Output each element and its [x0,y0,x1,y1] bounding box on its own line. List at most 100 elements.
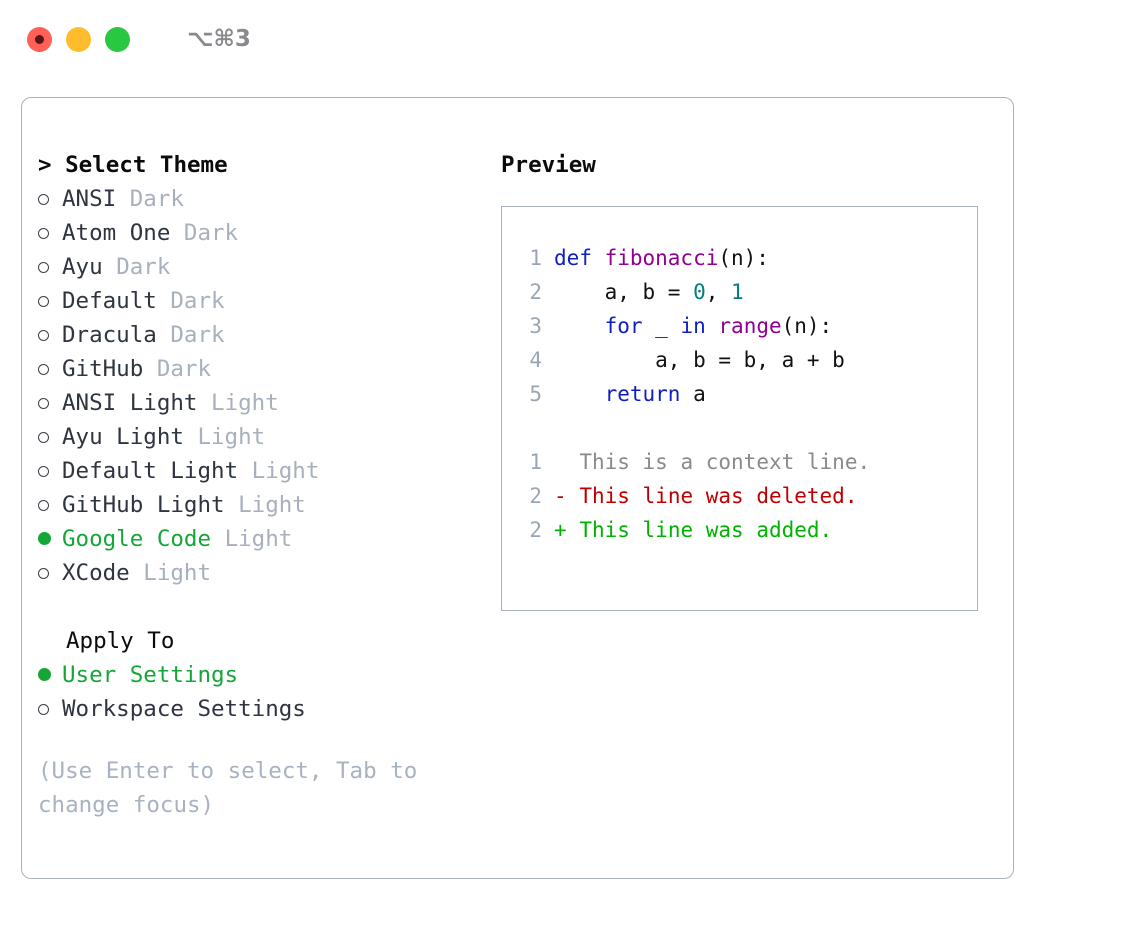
theme-name-label: ANSI Light [62,390,198,416]
theme-list-item[interactable]: Atom One Dark [38,216,488,250]
theme-list-item[interactable]: ANSI Light Light [38,386,488,420]
bullet-glyph [38,568,49,579]
theme-variant-label: Light [143,560,212,586]
theme-variant-label: Dark [129,186,184,212]
line-number: 2 [529,280,542,304]
radio-unselected-icon[interactable] [38,556,62,590]
diff-text: This is a context line. [579,450,871,474]
apply-to-label: User Settings [62,662,239,688]
radio-unselected-icon[interactable] [38,250,62,284]
theme-name-label: ANSI [62,186,117,212]
theme-name-label: Atom One [62,220,171,246]
theme-list-item[interactable]: Default Dark [38,284,488,318]
theme-list-item[interactable]: GitHub Dark [38,352,488,386]
window-titlebar: ⌥⌘3 [0,0,1140,78]
bullet-glyph [38,432,49,443]
bullet-glyph [38,398,49,409]
bullet-glyph [38,704,49,715]
code-line: 2 a, b = 0, 1 [502,275,977,309]
apply-to-option[interactable]: User Settings [38,658,488,692]
label-gap [157,322,171,348]
theme-list-item[interactable]: Ayu Dark [38,250,488,284]
radio-selected-icon[interactable] [38,522,62,556]
code-token-plain: , [705,280,732,304]
theme-name-label: Ayu Light [62,424,184,450]
theme-variant-label: Dark [156,356,212,382]
theme-name-label: Google Code [62,526,212,552]
diff-text: This line was added. [579,518,833,542]
apply-to-header: Apply To [66,628,175,654]
theme-list-item[interactable]: ANSI Dark [38,182,488,216]
radio-unselected-icon[interactable] [38,386,62,420]
apply-to-label: Workspace Settings [62,696,306,722]
theme-variant-label: Light [251,458,320,484]
diff-sample: 1 This is a context line.2- This line wa… [502,445,977,547]
label-gap [103,254,117,280]
bullet-glyph [38,262,49,273]
preview-header: Preview [501,152,596,178]
radio-unselected-icon[interactable] [38,352,62,386]
theme-variant-label: Light [197,424,266,450]
bullet-glyph [38,364,49,375]
theme-name-label: Default Light [62,458,239,484]
theme-name-label: Dracula [62,322,157,348]
theme-variant-label: Dark [116,254,171,280]
theme-variant-label: Light [224,526,293,552]
line-number: 5 [529,382,542,406]
theme-name-label: XCode [62,560,130,586]
label-gap [184,424,198,450]
code-token-plain [706,314,719,338]
line-number: 1 [529,246,542,270]
radio-unselected-icon[interactable] [38,216,62,250]
bullet-glyph [38,668,51,681]
bullet-glyph [38,228,49,239]
radio-unselected-icon[interactable] [38,420,62,454]
line-number: 2 [529,484,542,508]
code-token-num: 0 [693,280,706,304]
radio-unselected-icon[interactable] [38,284,62,318]
code-token-fn: fibonacci [604,246,719,270]
label-gap [225,492,239,518]
code-token-kw: return [604,382,681,406]
radio-unselected-icon[interactable] [38,692,62,726]
theme-variant-label: Dark [170,288,225,314]
theme-list-item[interactable]: Ayu Light Light [38,420,488,454]
label-gap [143,356,157,382]
radio-unselected-icon[interactable] [38,182,62,216]
radio-unselected-icon[interactable] [38,454,62,488]
bullet-glyph [38,330,49,341]
close-button-icon[interactable] [27,26,52,52]
apply-to-option[interactable]: Workspace Settings [38,692,488,726]
minimize-button-icon[interactable] [66,26,91,52]
theme-list-item[interactable]: Default Light Light [38,454,488,488]
theme-list-item[interactable]: Google Code Light [38,522,488,556]
radio-selected-icon[interactable] [38,658,62,692]
code-line: 4 a, b = b, a + b [502,343,977,377]
diff-marker-gap [567,484,580,508]
theme-name-label: GitHub Light [62,492,225,518]
code-token-plain: a [680,382,706,406]
code-diff-gap [502,411,977,445]
theme-list-item[interactable]: Dracula Dark [38,318,488,352]
theme-name-label: Default [62,288,157,314]
radio-unselected-icon[interactable] [38,488,62,522]
maximize-button-icon[interactable] [105,26,130,52]
theme-list-item[interactable]: XCode Light [38,556,488,590]
code-token-plain: (n): [718,246,769,270]
theme-name-label: GitHub [62,356,144,382]
code-line: 5 return a [502,377,977,411]
radio-unselected-icon[interactable] [38,318,62,352]
theme-list-item[interactable]: GitHub Light Light [38,488,488,522]
bullet-glyph [38,296,49,307]
code-token-plain: (n): [781,314,833,338]
theme-variant-label: Dark [170,322,225,348]
theme-variant-label: Light [211,390,279,416]
keyboard-hint-text: (Use Enter to select, Tab to change focu… [38,758,418,818]
theme-variant-label: Light [238,492,306,518]
bullet-glyph [38,500,49,511]
